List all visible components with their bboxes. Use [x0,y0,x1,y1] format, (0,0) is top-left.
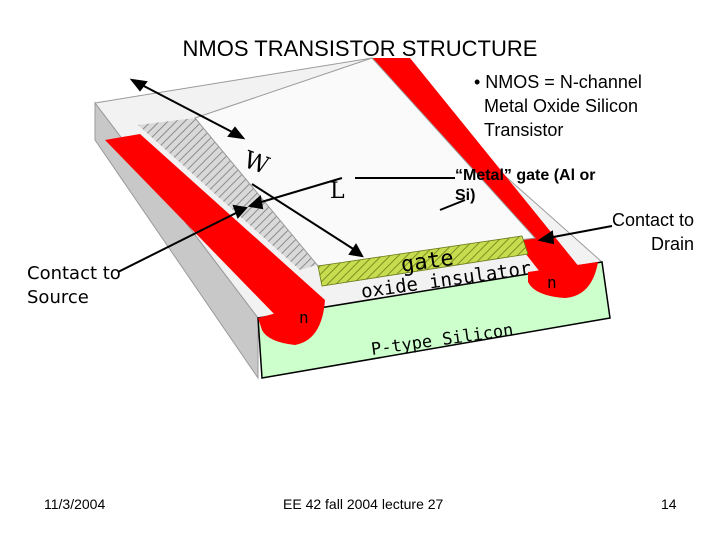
width-arrowhead-top [129,78,148,92]
drain-n-front [528,262,598,298]
oxide-insulator [317,235,529,287]
source-contact-callout: Contact to Source [27,262,121,310]
substrate-front-face [257,261,611,379]
source-contact-pointer [117,211,239,273]
substrate-left-face [94,101,259,380]
definition-bullet: • NMOS = N-channel Metal Oxide Silicon T… [474,70,714,142]
footer-page-number: 14 [661,496,677,512]
bullet-line-3: Transistor [484,120,564,140]
width-arrowhead-bottom [227,126,246,140]
metal-gate-callout: “Metal” gate (Al or Si) [455,166,595,206]
slide-title: NMOS TRANSISTOR STRUCTURE [182,36,538,61]
source-n-label: n [299,308,309,327]
metal-gate-top [194,57,537,267]
metal-gate-callout-line-2: Si) [455,187,476,204]
drain-contact-line-1: Contact to [612,210,695,230]
drain-n-region [372,58,580,272]
source-contact-line-1: Contact to [27,263,121,284]
source-n-front [258,300,325,345]
footer-course: EE 42 fall 2004 lecture 27 [283,496,444,512]
drain-n-label: n [547,273,557,292]
metal-gate-callout-line-1: “Metal” gate (Al or [455,167,596,184]
footer-date: 11/3/2004 [44,496,106,512]
drain-contact-arrowhead [537,230,555,245]
length-arrowhead-left [247,195,264,210]
width-dimension-arrow [139,83,237,135]
drain-contact-callout: Contact to Drain [612,208,694,256]
length-extension-line [251,183,359,253]
metal-gate-pointer-2 [439,199,466,211]
drain-contact-line-2: Drain [651,234,695,254]
drain-contact-pointer [547,225,613,239]
length-arrowhead-right [348,243,364,258]
source-contact-line-2: Source [27,287,89,308]
source-n-region [105,134,325,318]
length-label: L [330,179,345,204]
length-dimension-arrow [257,177,343,204]
bullet-line-2: Metal Oxide Silicon [484,96,639,116]
source-contact-arrowhead [232,204,248,219]
bullet-line-1: • NMOS = N-channel [474,72,642,92]
